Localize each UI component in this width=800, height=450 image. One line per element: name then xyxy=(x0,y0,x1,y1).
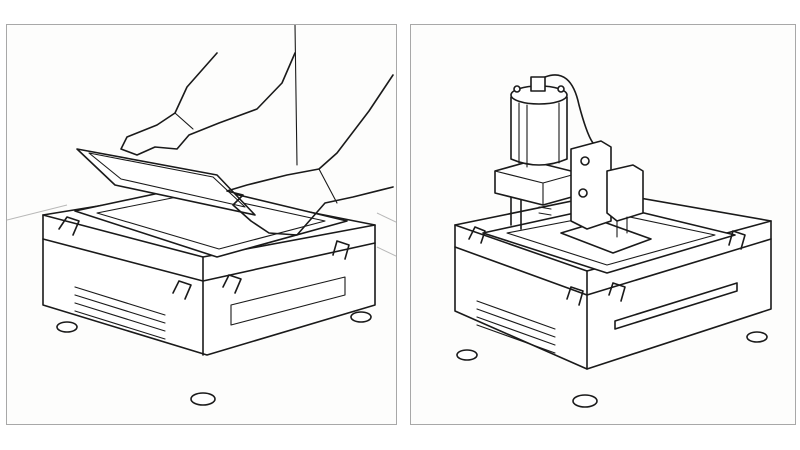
machine-illustration-left xyxy=(7,25,396,406)
panel-right-press-head xyxy=(410,24,796,425)
machine-illustration-right xyxy=(454,74,772,408)
panel-left-lid-placement xyxy=(6,24,397,425)
